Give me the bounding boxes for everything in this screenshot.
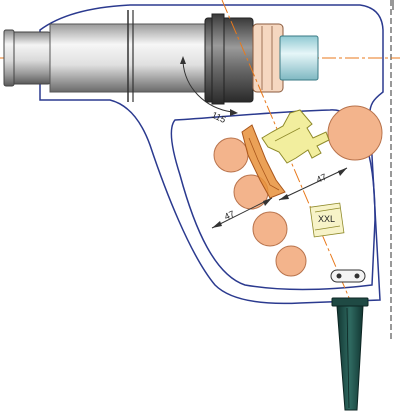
- angle-label: 115: [210, 110, 227, 125]
- right-dimension: 47: [278, 167, 348, 201]
- right-dim-line: [278, 167, 348, 201]
- right-dim-label: 47: [315, 172, 328, 185]
- barrel-clamp-flange: [211, 13, 225, 105]
- trigger-clip-hole: [336, 273, 342, 279]
- angle-arrow-top: [180, 56, 186, 64]
- holder-bracket: [261, 109, 330, 164]
- handle-grip-seam: [346, 307, 350, 409]
- left-dimension: 47: [211, 197, 273, 229]
- barrel: [3, 10, 319, 105]
- link-plate-line: [314, 225, 341, 231]
- angle-arc: [182, 61, 233, 113]
- trigger-clip: [330, 269, 366, 283]
- link-plate-line: [314, 207, 341, 213]
- tool-body-outline: [39, 4, 384, 305]
- roller: [275, 245, 307, 277]
- cam-piece: [241, 124, 286, 199]
- roller: [252, 211, 288, 247]
- left-dim-label: 47: [223, 209, 236, 222]
- holder-bracket-rib: [274, 127, 301, 142]
- trigger-clip-hole: [354, 273, 360, 279]
- part-marking: XXL: [318, 214, 335, 224]
- barrel-main: [49, 23, 211, 93]
- left-dim-arrow: [212, 221, 222, 228]
- left-dim-arrow: [263, 198, 272, 206]
- angle-dimension: 115: [180, 56, 238, 125]
- handle-grip-cap: [331, 297, 369, 307]
- right-dim-arrow: [279, 194, 289, 200]
- cam-piece-inner: [248, 137, 280, 191]
- left-dim-line: [211, 197, 273, 229]
- link-plate: XXL: [309, 202, 345, 238]
- barrel-tip-collar: [3, 29, 15, 87]
- handle-grip: [331, 297, 369, 411]
- angle-arrow-bottom: [230, 109, 238, 116]
- nozzle: [279, 35, 319, 81]
- roller: [327, 105, 383, 161]
- trigger-clip-body: [330, 269, 366, 283]
- right-dim-arrow: [338, 168, 347, 176]
- collet: [252, 23, 284, 93]
- rollers: [213, 105, 383, 277]
- roller: [213, 137, 249, 173]
- handle-grip-body: [336, 305, 364, 411]
